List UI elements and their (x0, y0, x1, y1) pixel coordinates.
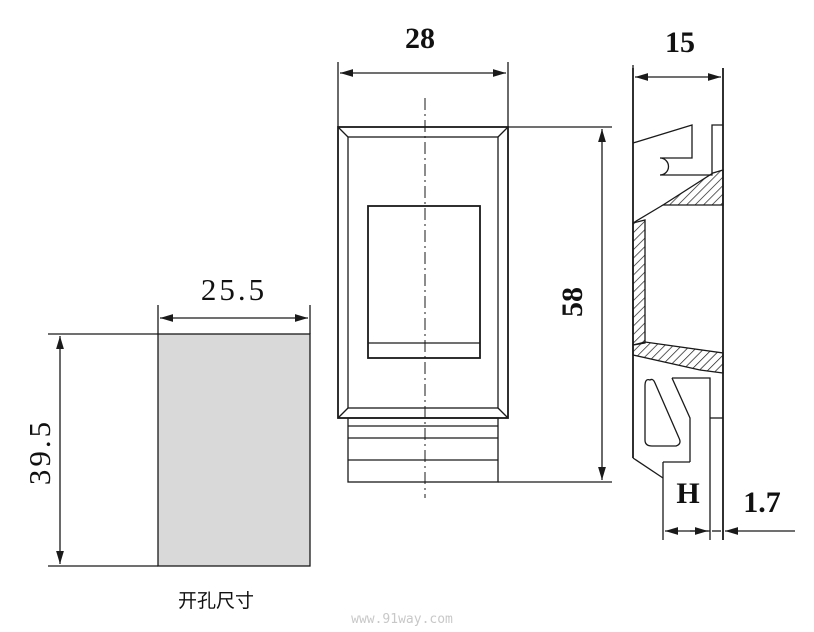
cutout-caption: 开孔尺寸 (178, 590, 254, 612)
panel-thickness-label: H (676, 477, 699, 510)
front-width-label: 28 (405, 22, 435, 55)
rocker-window (367, 205, 481, 359)
cutout-width-label: 25.5 (201, 272, 267, 307)
front-height-label: 58 (556, 287, 589, 317)
side-depth-label: 15 (665, 26, 695, 59)
front-view (337, 62, 612, 498)
cutout-height-label: 39.5 (22, 419, 57, 485)
cutout-view (48, 305, 311, 567)
watermark: www.91way.com (351, 612, 453, 627)
bezel-thickness-label: 1.7 (743, 486, 781, 519)
side-view (632, 65, 795, 540)
cutout-rect (157, 333, 311, 567)
